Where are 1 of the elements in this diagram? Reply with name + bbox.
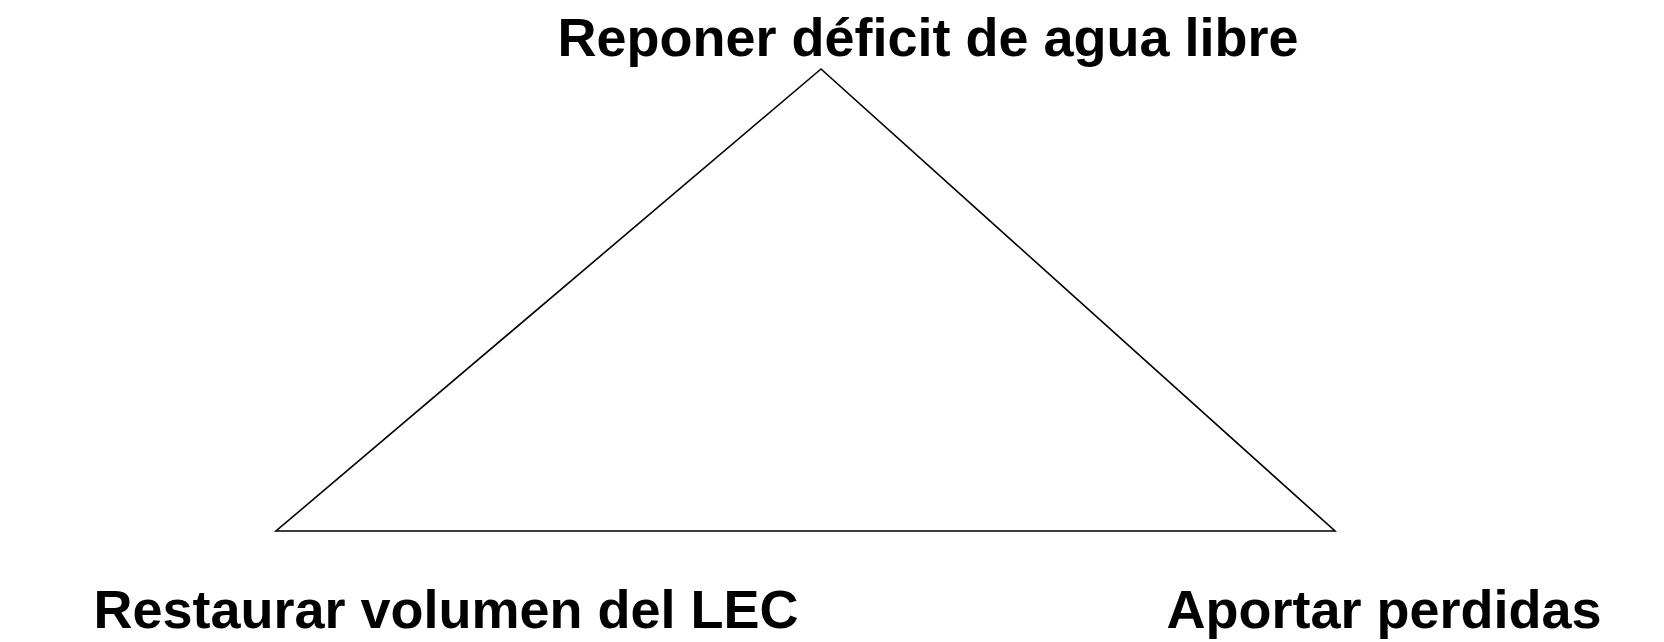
vertex-label: Restaurar volumen del LEC xyxy=(93,582,799,636)
